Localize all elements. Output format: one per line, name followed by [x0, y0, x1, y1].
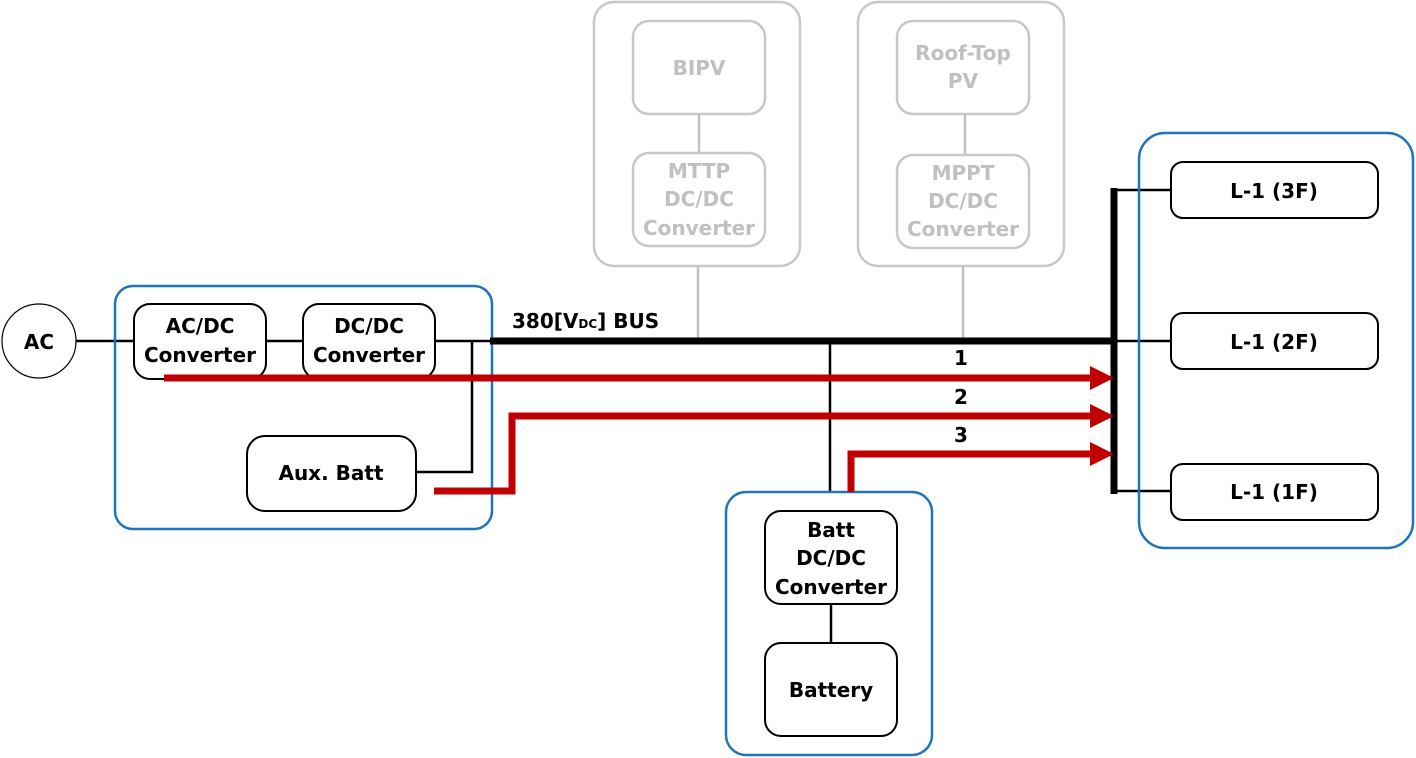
- load-1f-label: L-1 (1F): [1230, 480, 1318, 504]
- flow-1: 1: [164, 346, 1114, 390]
- flow-1-arrowhead: [1090, 366, 1114, 390]
- ac-dc-label-line1: AC/DC: [166, 314, 235, 338]
- flow-3-arrowhead: [1090, 442, 1114, 466]
- mppt-label-line1: MPPT: [932, 161, 995, 185]
- mppt-label-line2: DC/DC: [928, 189, 998, 213]
- dc-bus-label: 380[VDC] BUS: [512, 309, 659, 333]
- flow-2-arrowhead: [1090, 404, 1114, 428]
- bipv-label: BIPV: [673, 56, 726, 80]
- load-group-outline: [1137, 131, 1415, 550]
- grid-group-outline: [113, 284, 494, 531]
- mttp-label-line3: Converter: [643, 216, 755, 240]
- dc-bus-label-subscript: DC: [578, 317, 597, 331]
- mttp-label-line1: MTTP: [668, 159, 730, 183]
- mppt-label-line3: Converter: [907, 217, 1019, 241]
- load-1f-box: [1170, 463, 1379, 521]
- flow-2: 2: [434, 385, 1114, 495]
- mttp-converter-box: [631, 151, 767, 248]
- battery-group-outline: [724, 490, 934, 757]
- load-3f-box: [1170, 161, 1379, 219]
- mppt-converter-box: [895, 153, 1031, 250]
- ac-source-label: AC: [24, 330, 54, 354]
- flow-1-label: 1: [954, 346, 968, 370]
- flow-2-label: 2: [954, 385, 968, 409]
- mttp-label-line2: DC/DC: [664, 187, 734, 211]
- battery-box: [764, 642, 898, 737]
- bipv-group: BIPV MTTP DC/DC Converter: [592, 0, 802, 341]
- batt-converter-label-line3: Converter: [775, 575, 887, 599]
- load-2f-box: [1170, 312, 1379, 370]
- aux-batt-wire: [416, 341, 474, 474]
- batt-converter-label-line1: Batt: [807, 518, 855, 542]
- flow-3-label: 3: [954, 423, 968, 447]
- dc-dc-label-line1: DC/DC: [334, 314, 404, 338]
- rooftop-pv-group: Roof-Top PV MPPT DC/DC Converter: [856, 0, 1066, 341]
- load-2f-label: L-1 (2F): [1230, 330, 1318, 354]
- batt-converter-label-line2: DC/DC: [796, 546, 866, 570]
- rooftop-label-line1: Roof-Top: [915, 41, 1011, 65]
- battery-label: Battery: [789, 678, 873, 702]
- flow-2-path: [434, 412, 1092, 495]
- dc-bus-label-suffix: ] BUS: [597, 309, 659, 333]
- flow-3-path: [847, 450, 1092, 492]
- load-3f-label: L-1 (3F): [1230, 179, 1318, 203]
- dc-bus-label-prefix: 380[V: [512, 309, 579, 333]
- rooftop-panel-box: [895, 19, 1031, 116]
- aux-batt-box: [246, 435, 417, 512]
- aux-batt-label: Aux. Batt: [278, 461, 383, 485]
- ac-dc-label-line2: Converter: [144, 343, 256, 367]
- rooftop-label-line2: PV: [948, 69, 979, 93]
- flow-3: 3: [847, 423, 1114, 492]
- dc-dc-label-line2: Converter: [313, 343, 425, 367]
